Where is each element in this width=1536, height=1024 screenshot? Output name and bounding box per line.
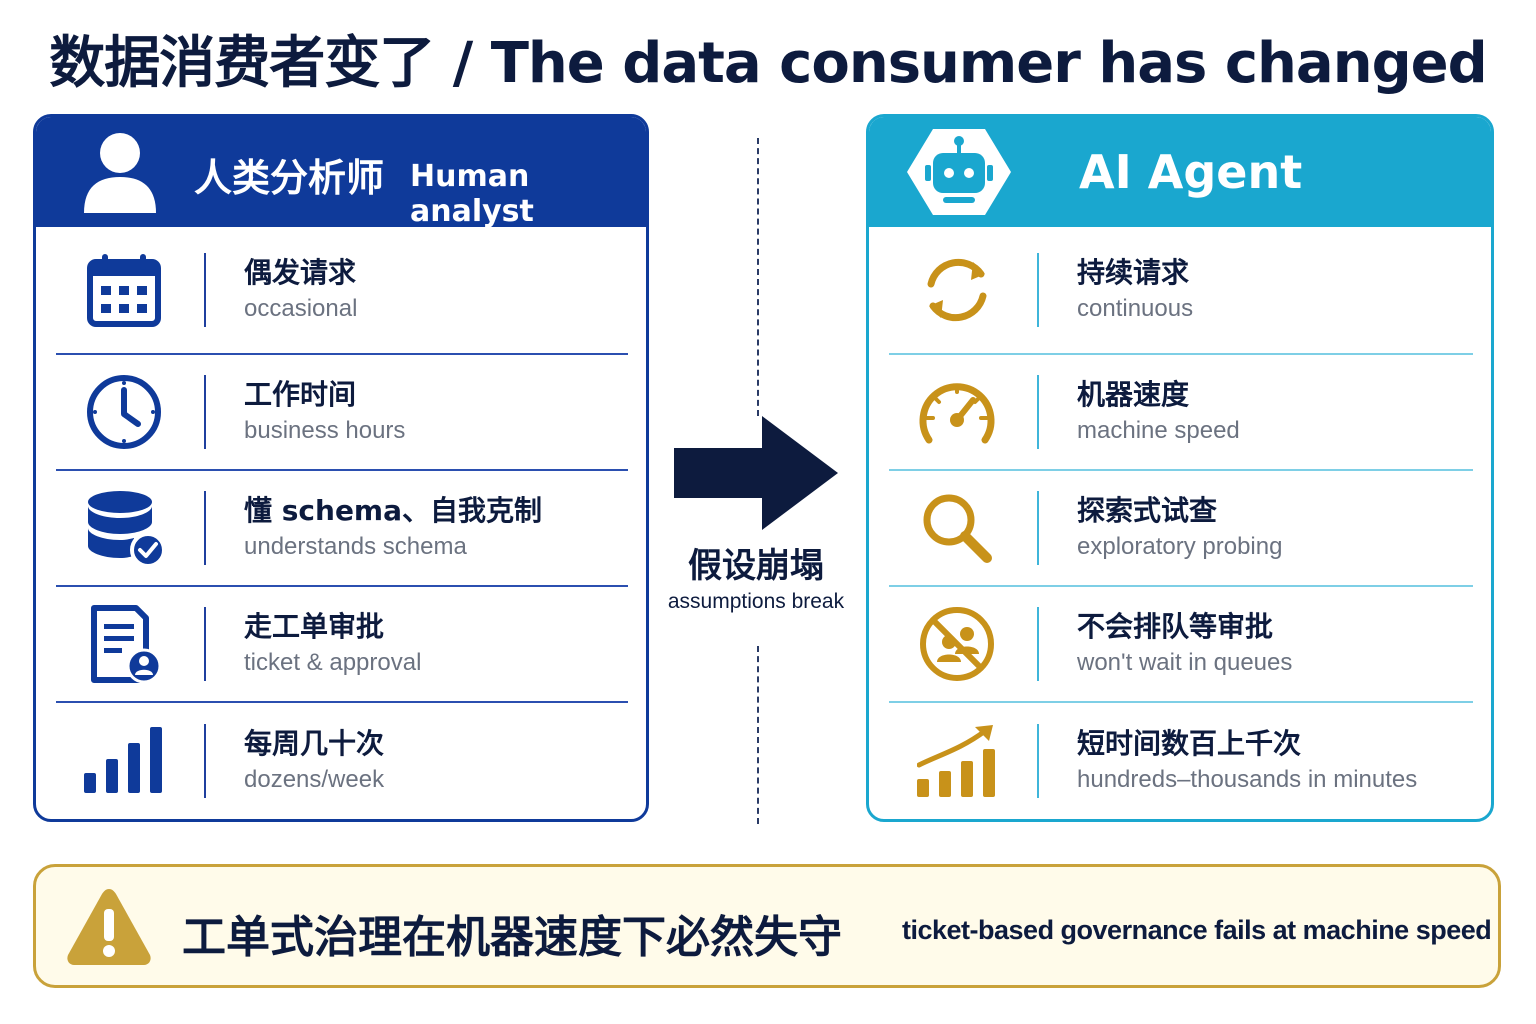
row-label-zh: 走工单审批 [244,610,385,643]
list-item: 机器速度 machine speed [889,355,1473,471]
list-item: 偶发请求 occasional [56,227,628,355]
human-panel-title-en: Human analyst [410,159,534,229]
row-label-zh: 懂 schema、自我克制 [244,494,543,527]
agent-panel-header: AI Agent [869,117,1491,227]
list-item: 懂 schema、自我克制 understands schema [56,471,628,587]
row-label-en: understands schema [244,533,467,560]
no-queue-icon [920,607,994,681]
database-check-icon [88,491,164,568]
row-label-zh: 持续请求 [1077,256,1190,289]
agent-row-list: 持续请求 continuous 机器速度 machine speed [889,227,1473,819]
row-label-zh: 探索式试查 [1077,494,1218,527]
row-label-en: ticket & approval [244,649,422,676]
row-label-en: continuous [1077,295,1194,322]
human-row-list: 偶发请求 occasional 工作时间 business hours [56,227,628,819]
robot-icon [907,129,1011,215]
row-label-en: business hours [244,417,406,444]
row-label-en: hundreds–thousands in minutes [1077,766,1418,793]
speedometer-icon [919,383,995,444]
human-analyst-panel: 人类分析师 Human analyst 偶发请求 occasional [33,114,649,822]
dashed-divider-bottom [757,646,759,824]
banner-text-en: ticket-based governance fails at machine… [902,915,1492,945]
ticket-document-icon [91,605,162,684]
growth-chart-icon [917,725,995,797]
page-title: 数据消费者变了 / The data consumer has changed [49,31,1487,96]
dashed-divider-top [757,138,759,416]
list-item: 走工单审批 ticket & approval [56,587,628,703]
row-label-zh: 偶发请求 [244,256,357,289]
list-item: 探索式试查 exploratory probing [889,471,1473,587]
list-item: 持续请求 continuous [889,227,1473,355]
ai-agent-panel: AI Agent 持续请求 continuous [866,114,1494,822]
row-label-en: exploratory probing [1077,533,1283,560]
list-item: 每周几十次 dozens/week [56,703,628,819]
right-arrow-icon [674,416,838,530]
row-label-zh: 不会排队等审批 [1077,610,1274,643]
row-label-zh: 每周几十次 [244,727,385,760]
refresh-cycle-icon [927,258,987,322]
row-label-zh: 短时间数百上千次 [1077,727,1302,760]
list-item: 工作时间 business hours [56,355,628,471]
row-label-en: machine speed [1077,417,1240,444]
row-label-zh: 机器速度 [1077,378,1190,411]
row-label-en: dozens/week [244,766,385,793]
transition-label-zh: 假设崩塌 [688,546,824,586]
row-label-en: won't wait in queues [1077,649,1293,676]
human-panel-header: 人类分析师 Human analyst [36,117,646,229]
transition-label-en: assumptions break [667,590,845,613]
list-item: 短时间数百上千次 hundreds–thousands in minutes [889,703,1473,819]
row-label-en: occasional [244,295,358,322]
clock-icon [87,375,161,449]
calendar-icon [87,254,161,327]
row-label-zh: 工作时间 [244,378,357,411]
list-item: 不会排队等审批 won't wait in queues [889,587,1473,703]
bar-chart-icon [84,727,162,793]
warning-banner: 工单式治理在机器速度下必然失守 ticket-based governance … [33,864,1501,988]
human-panel-title-zh: 人类分析师 [194,156,385,200]
magnifier-icon [923,494,992,563]
banner-text-zh: 工单式治理在机器速度下必然失守 [182,912,842,963]
user-icon [84,133,156,213]
warning-icon [67,889,151,965]
agent-panel-title: AI Agent [1079,145,1303,199]
